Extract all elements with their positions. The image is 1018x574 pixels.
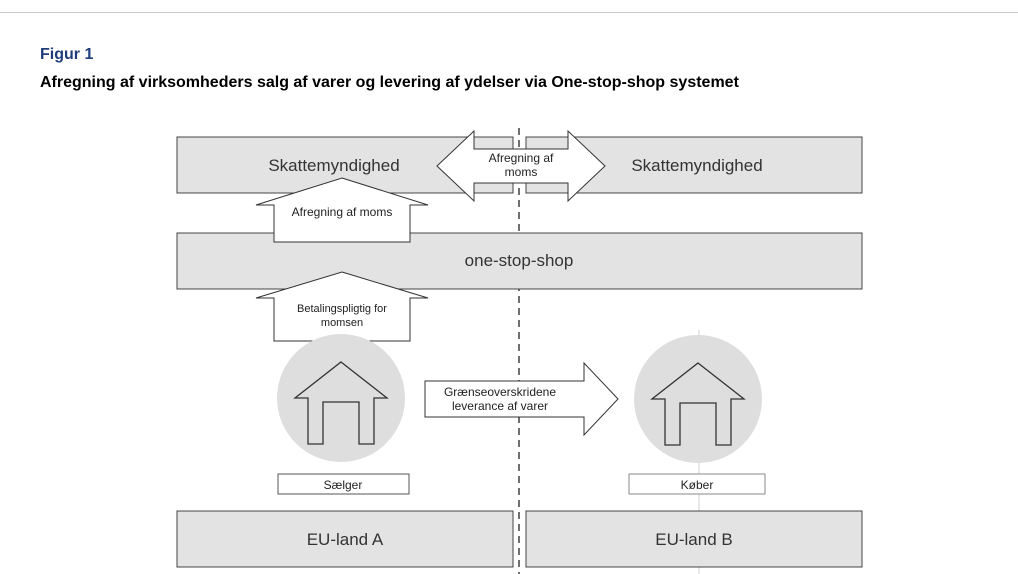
buyer-label-box	[628, 473, 766, 495]
liability-line2: momsen	[321, 317, 363, 329]
seller-circle	[277, 334, 405, 462]
seller-house-icon	[293, 361, 389, 445]
authority-exchange-line2: moms	[505, 165, 538, 179]
authority-left-label: Skattemyndighed	[268, 156, 399, 175]
country-b-box	[525, 510, 863, 568]
authority-exchange-line1: Afregning af	[489, 151, 554, 165]
oss-label: one-stop-shop	[465, 251, 574, 270]
country-a-box	[176, 510, 514, 568]
buyer-circle	[634, 335, 762, 463]
country-b-label: EU-land B	[655, 530, 732, 549]
seller-label: Sælger	[324, 478, 363, 492]
settlement-arrow	[255, 177, 429, 243]
authority-exchange-arrow	[436, 129, 606, 203]
authority-right-label: Skattemyndighed	[631, 156, 762, 175]
delivery-line2: leverance af varer	[452, 399, 548, 413]
liability-line1: Betalingspligtig for	[297, 303, 387, 315]
settlement-arrow-label: Afregning af moms	[292, 205, 393, 219]
top-divider	[0, 12, 1018, 13]
delivery-arrow	[424, 361, 619, 437]
figure-label: Figur 1	[40, 46, 94, 63]
seller-label-box	[277, 473, 410, 495]
delivery-line1: Grænseoverskridene	[444, 385, 556, 399]
country-a-label: EU-land A	[307, 530, 384, 549]
buyer-label: Køber	[681, 478, 714, 492]
buyer-house-icon	[650, 362, 746, 446]
figure-title: Afregning af virksomheders salg af varer…	[40, 74, 739, 91]
